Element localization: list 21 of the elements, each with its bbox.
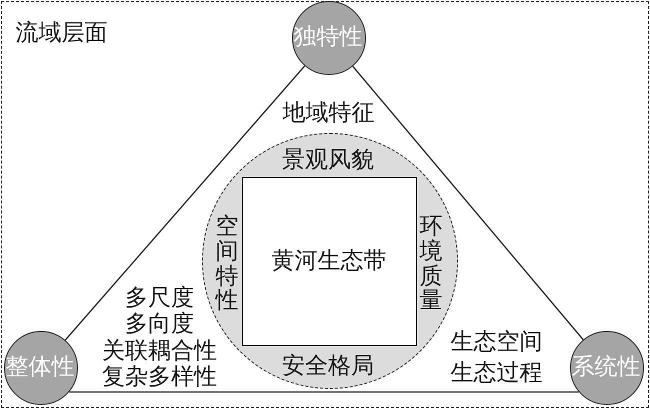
ring-label: 景观风貌 <box>282 146 374 174</box>
annotation-text: 生态空间 <box>450 328 542 355</box>
node-label: 系统性 <box>572 354 640 380</box>
center-square <box>242 177 417 346</box>
annotation-text: 地域特征 <box>282 99 374 126</box>
region-title: 流域层面 <box>16 19 108 46</box>
annotation-text: 复杂多样性 <box>102 363 217 390</box>
connector-line <box>69 391 579 393</box>
ring-label: 空间特性 <box>214 214 240 314</box>
ring-label: 环境质量 <box>418 214 444 314</box>
annotation-text: 多尺度 <box>125 284 194 311</box>
circle-node <box>4 330 78 404</box>
ring-label: 安全格局 <box>282 352 374 380</box>
annotation-text: 关联耦合性 <box>102 337 217 364</box>
node-label: 整体性 <box>6 354 74 380</box>
connector-line <box>352 66 584 340</box>
annotation-text: 多向度 <box>125 310 194 337</box>
connector-line <box>64 65 306 341</box>
annotation-text: 生态过程 <box>450 359 542 386</box>
center-label: 黄河生态带 <box>272 248 386 274</box>
node-label: 独特性 <box>294 24 362 50</box>
